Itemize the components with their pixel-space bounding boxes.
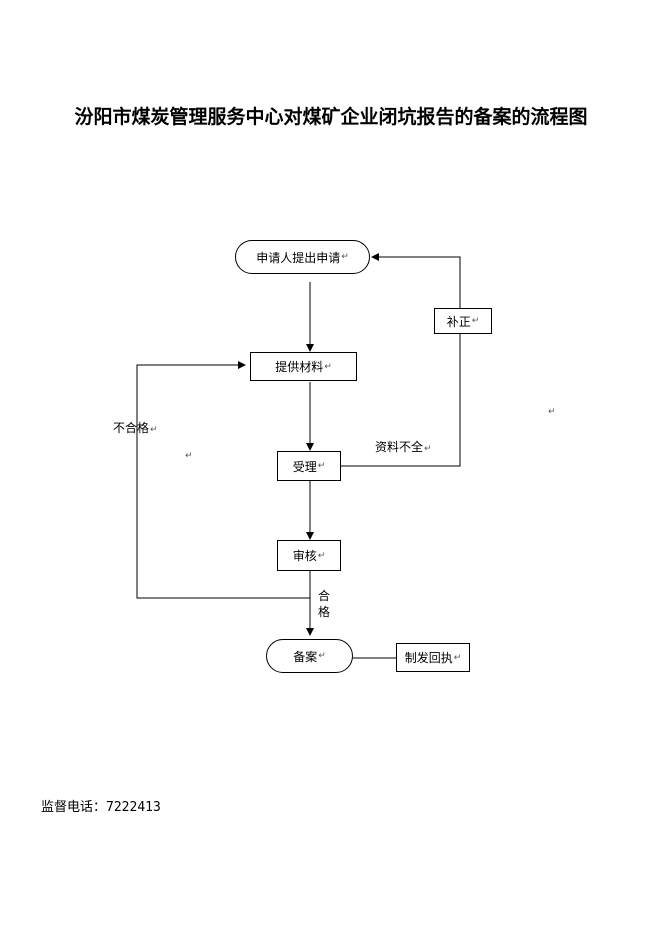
edge-label-unqualified: 不合格↵ <box>113 419 158 436</box>
node-apply-label: 申请人提出申请 <box>256 250 341 265</box>
return-mark-icon: ↵ <box>317 550 326 561</box>
edge-label-incomplete: 资料不全↵ <box>375 438 432 455</box>
node-record-label: 备案 <box>293 649 318 664</box>
line-incomplete-loop <box>341 334 461 467</box>
node-accept-label: 受理 <box>292 459 317 474</box>
edge-label-incomplete-text: 资料不全 <box>375 440 424 454</box>
footer-phone-label: 监督电话： <box>41 800 107 815</box>
node-record: 备案↵ <box>266 639 353 673</box>
edge-label-qualified-char-2: 格 <box>317 605 330 619</box>
return-mark-icon: ↵ <box>453 652 462 663</box>
node-apply: 申请人提出申请↵ <box>235 240 370 274</box>
return-mark-icon: ↵ <box>150 425 158 435</box>
return-mark-icon: ↵ <box>317 461 326 471</box>
node-accept: 受理↵ <box>277 451 341 481</box>
edge-label-qualified-char-1: 合 <box>317 589 330 603</box>
return-mark-icon: ↵ <box>318 651 326 661</box>
return-mark-icon: ↵ <box>471 316 480 326</box>
node-supplement: 补正↵ <box>434 308 492 334</box>
node-materials-label: 提供材料 <box>275 360 324 374</box>
edge-label-unqualified-text: 不合格 <box>113 421 150 435</box>
arrow-unqualified-loop <box>136 361 310 599</box>
return-mark-icon: ↵ <box>341 252 349 262</box>
node-receipt: 制发回执↵ <box>396 643 470 672</box>
return-mark-icon: ↵ <box>324 361 332 372</box>
footer-phone-number: 7222413 <box>106 800 161 815</box>
node-review: 审核↵ <box>277 540 341 571</box>
return-mark-icon: ↵ <box>548 407 556 417</box>
page-title: 汾阳市煤炭管理服务中心对煤矿企业闭坑报告的备案的流程图 <box>74 106 588 128</box>
node-supplement-label: 补正 <box>446 314 471 329</box>
node-receipt-label: 制发回执 <box>404 651 453 665</box>
node-materials: 提供材料↵ <box>250 352 357 381</box>
edge-label-qualified: 合 格 <box>317 588 331 620</box>
footer-phone: 监督电话：7222413 <box>41 796 161 815</box>
return-mark-icon: ↵ <box>424 444 432 454</box>
return-mark-icon: ↵ <box>185 451 193 461</box>
arrow-supplement-to-apply <box>371 253 461 308</box>
node-review-label: 审核 <box>292 549 317 563</box>
